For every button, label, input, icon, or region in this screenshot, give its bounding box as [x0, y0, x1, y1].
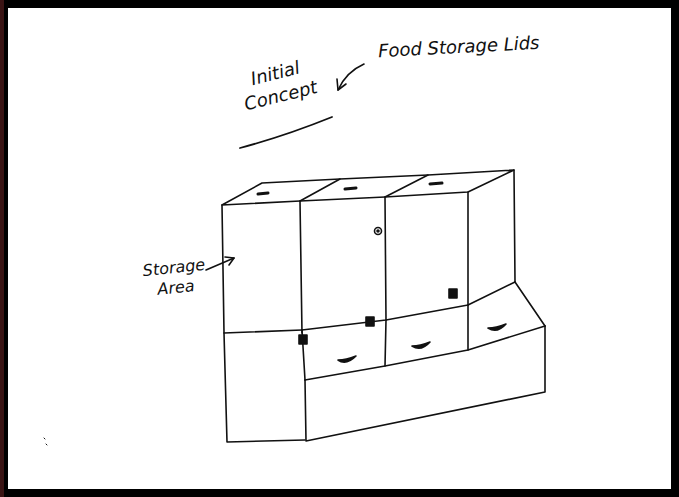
callout-label: Storage Area	[140, 255, 210, 302]
paper-ground	[8, 8, 671, 489]
